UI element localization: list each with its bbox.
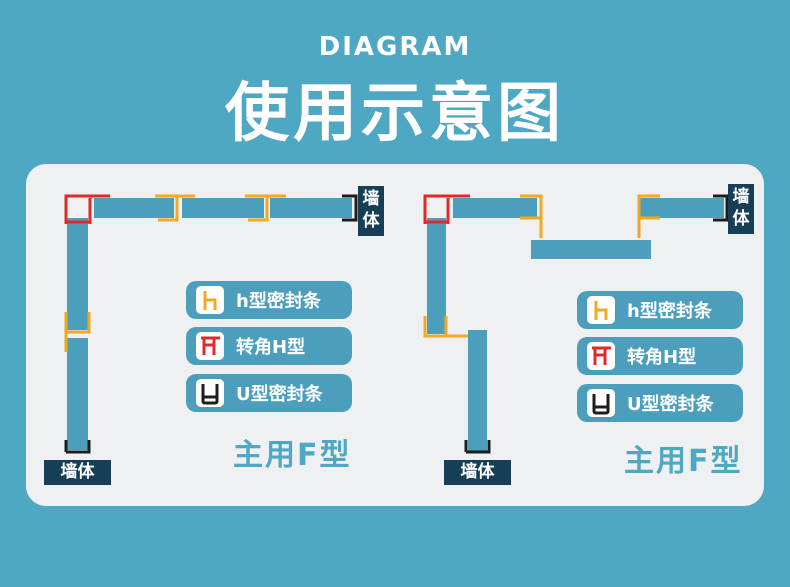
h-seal-profile	[155, 194, 195, 222]
wall-label-right-bottom: 墙体	[444, 460, 511, 485]
left-layout	[64, 194, 358, 454]
wall-label-left-bottom: 墙体	[44, 460, 111, 485]
corner-h-profile	[423, 194, 470, 224]
u-seal-profile	[713, 194, 729, 222]
wall-label-right-top: 墙体	[728, 184, 754, 234]
right-layout	[423, 194, 729, 454]
legend-label: 转角H型	[627, 347, 697, 368]
u-seal-icon	[196, 379, 224, 407]
h-seal-icon	[587, 296, 615, 324]
h-seal-profile	[637, 194, 660, 238]
h-seal-profile	[423, 316, 468, 338]
u-seal-profile	[64, 440, 91, 454]
panel-bar	[182, 198, 264, 218]
panel-bar	[640, 198, 724, 218]
legend-label: U型密封条	[236, 384, 323, 405]
panel-bar	[531, 240, 651, 259]
legend-corner-h: 转角H型	[577, 337, 743, 375]
panel-bar	[67, 218, 88, 330]
u-seal-icon	[587, 389, 615, 417]
legend-label: h型密封条	[236, 291, 321, 312]
legend-h-seal: h型密封条	[577, 291, 743, 329]
main-type-label: 主用F型	[624, 444, 743, 479]
legend-label: 转角H型	[236, 337, 306, 358]
h-seal-profile	[64, 312, 91, 352]
u-seal-profile	[342, 194, 358, 222]
h-seal-profile	[520, 194, 543, 238]
panel-bar	[94, 198, 174, 218]
corner-h-icon	[196, 332, 224, 360]
legend-label: U型密封条	[627, 394, 714, 415]
legend-u-seal: U型密封条	[577, 384, 743, 422]
legend-h-seal: h型密封条	[186, 281, 352, 319]
diagram-panel	[26, 164, 764, 506]
main-type-label: 主用F型	[233, 438, 352, 473]
diagram-subtitle: DIAGRAM	[318, 32, 472, 62]
u-seal-profile	[464, 440, 491, 454]
h-seal-icon	[196, 286, 224, 314]
panel-bar	[453, 198, 537, 218]
wall-label-left-top: 墙体	[358, 186, 384, 236]
panel-bar	[468, 330, 487, 452]
legend-corner-h: 转角H型	[186, 327, 352, 365]
legend-label: h型密封条	[627, 301, 712, 322]
h-seal-profile	[245, 194, 286, 222]
panel-bar	[67, 338, 88, 450]
corner-h-icon	[587, 342, 615, 370]
panel-bar	[270, 198, 352, 218]
panel-bar	[427, 218, 446, 334]
page-title: 使用示意图	[225, 77, 565, 151]
corner-h-profile	[64, 194, 110, 224]
legend-u-seal: U型密封条	[186, 374, 352, 412]
